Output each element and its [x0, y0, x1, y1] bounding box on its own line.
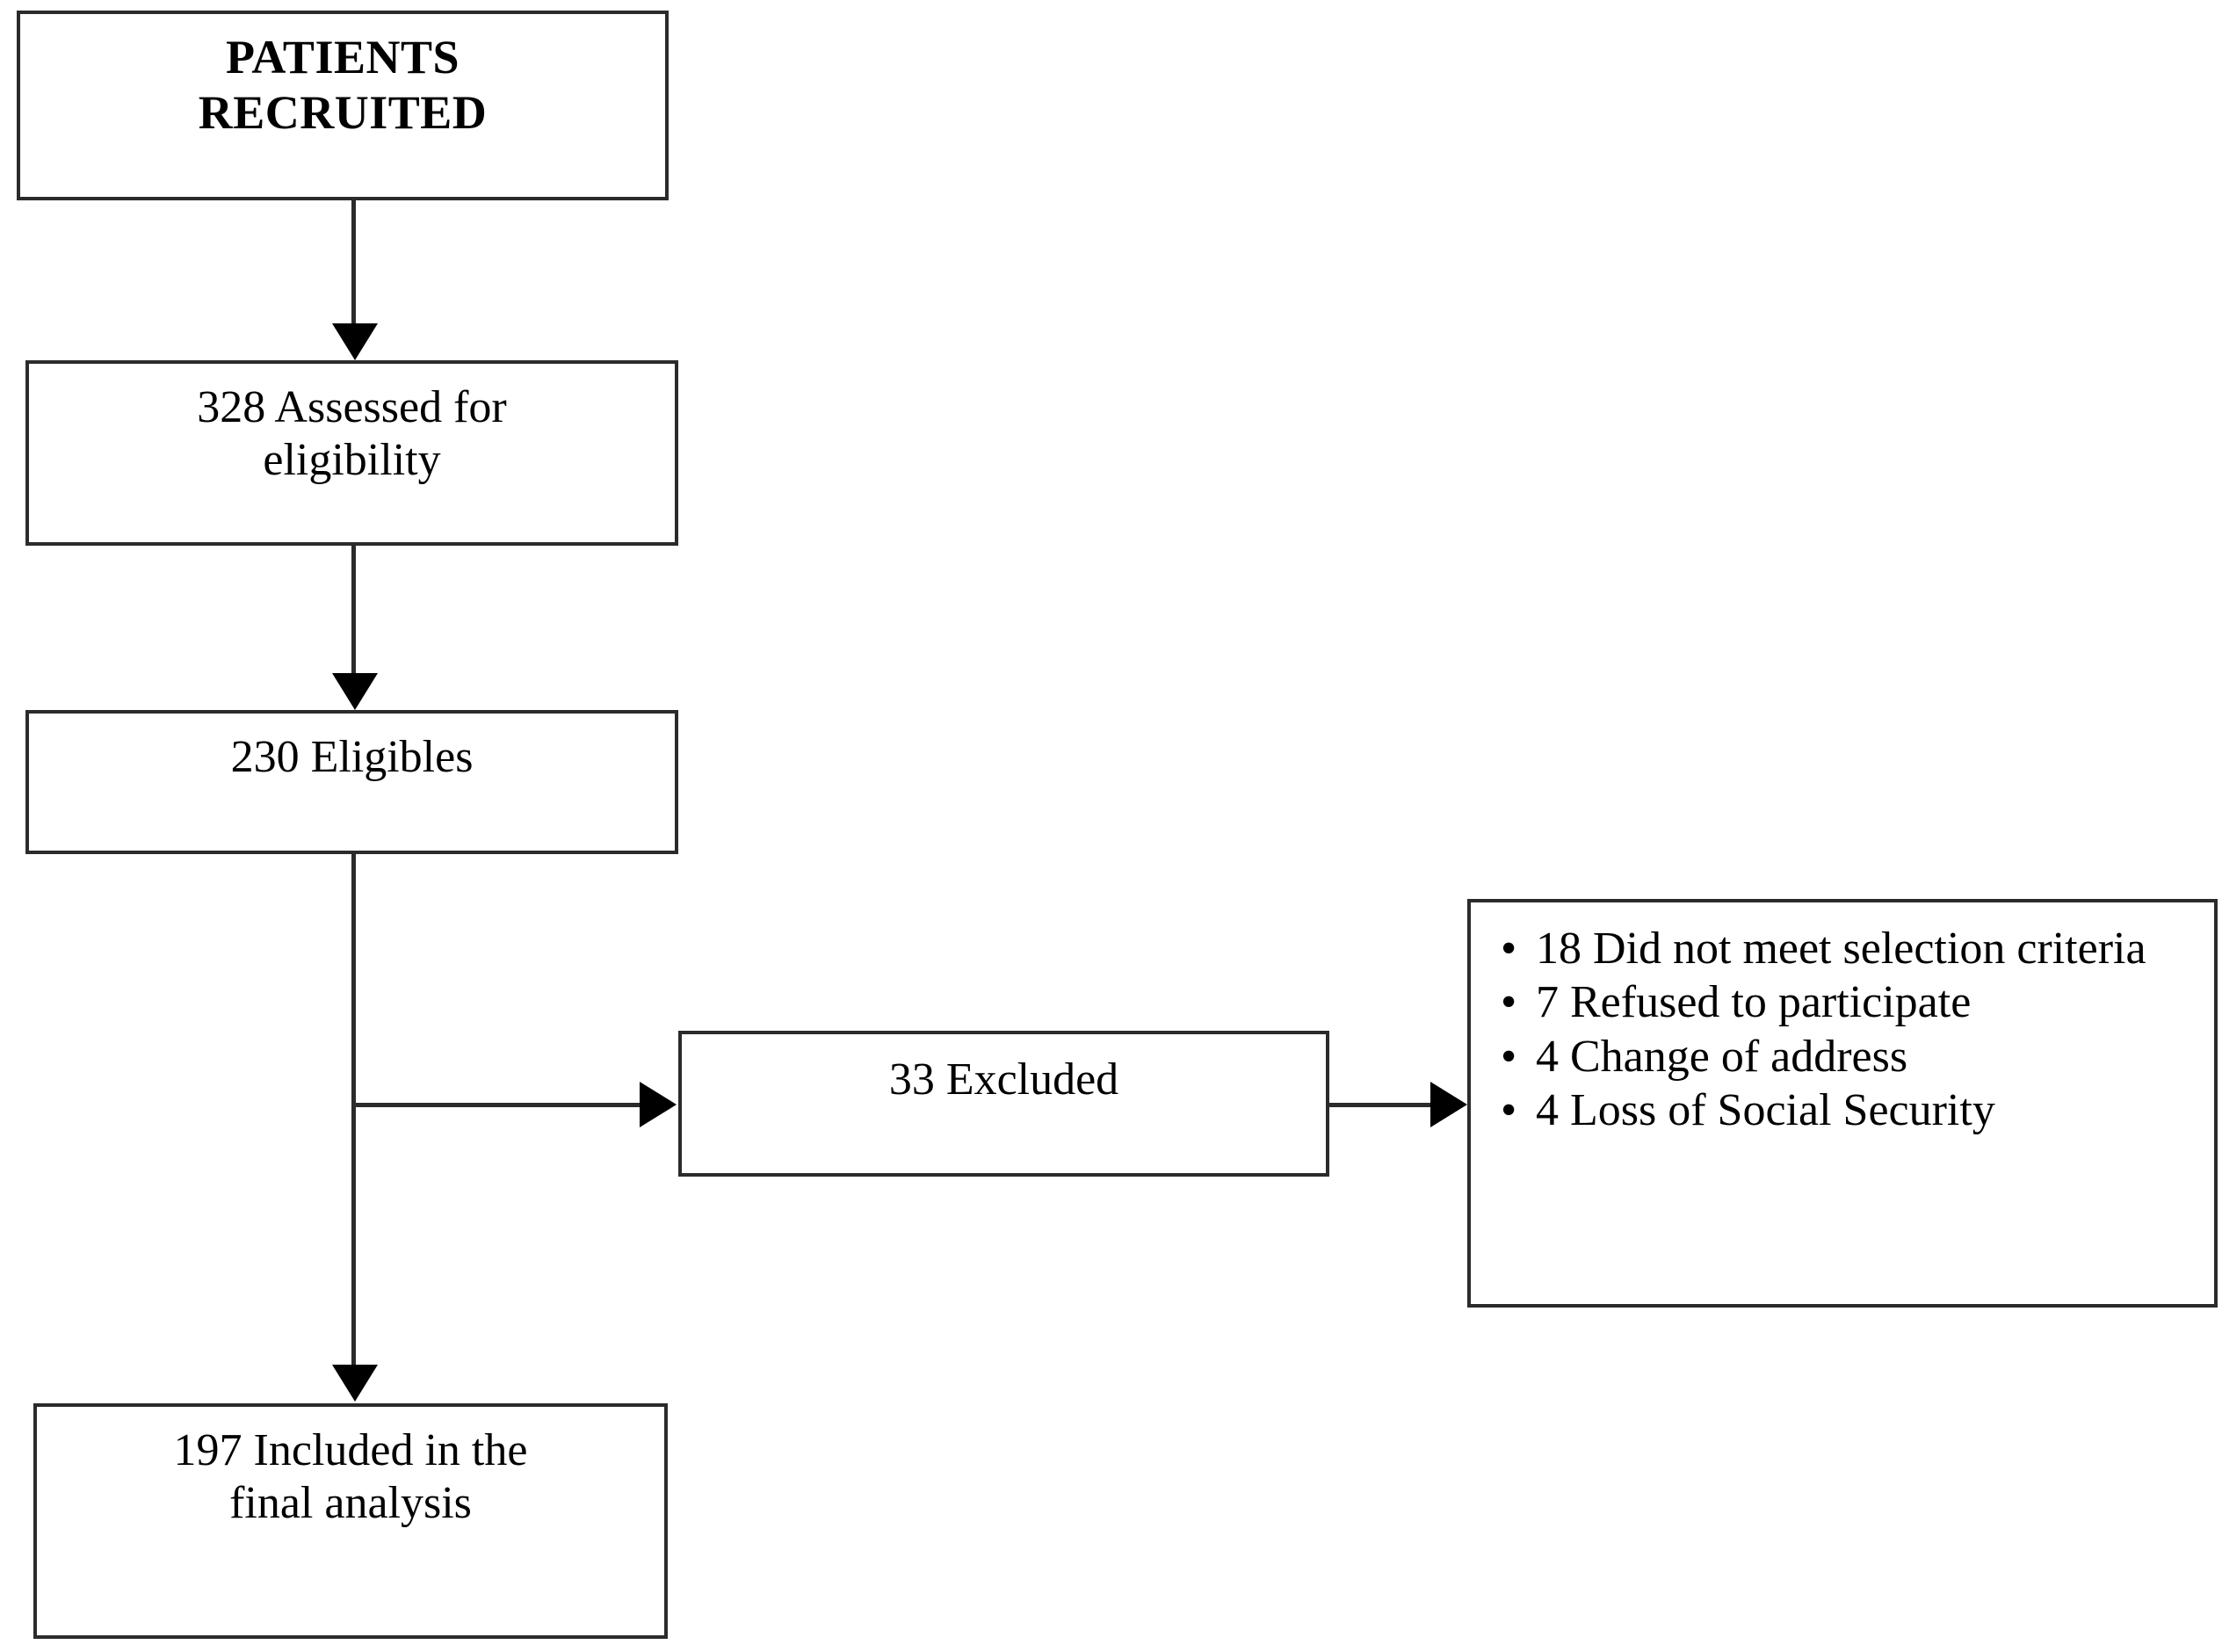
node-excluded-label: 33 Excluded	[888, 1054, 1119, 1105]
list-item: 4 Change of address	[1501, 1030, 2146, 1084]
arrowhead-down-eligibles-icon	[332, 673, 378, 710]
node-assessed-for-eligibility-label: 328 Assessed for eligibility	[197, 382, 507, 486]
connector-excluded-to-reasons	[1329, 1103, 1433, 1107]
list-item: 18 Did not meet selection criteria	[1501, 922, 2146, 976]
arrowhead-down-assessed-icon	[332, 323, 378, 360]
arrowhead-right-reasons-icon	[1430, 1082, 1467, 1127]
connector-eligibles-to-included	[351, 853, 356, 1372]
arrowhead-down-included-icon	[332, 1365, 378, 1402]
exclusion-reasons-list: 18 Did not meet selection criteria 7 Ref…	[1471, 902, 2146, 1138]
node-included-final-analysis: 197 Included in the final analysis	[33, 1403, 668, 1639]
node-included-final-analysis-label: 197 Included in the final analysis	[173, 1425, 528, 1529]
node-eligibles-label: 230 Eligibles	[230, 732, 474, 782]
node-excluded: 33 Excluded	[678, 1031, 1329, 1177]
node-assessed-for-eligibility: 328 Assessed for eligibility	[25, 360, 678, 546]
connector-recruited-to-assessed	[351, 199, 356, 331]
arrowhead-right-excluded-icon	[640, 1082, 677, 1127]
node-eligibles: 230 Eligibles	[25, 710, 678, 854]
connector-eligibles-to-excluded	[351, 1103, 643, 1107]
node-patients-recruited: PATIENTS RECRUITED	[17, 11, 669, 200]
node-exclusion-reasons: 18 Did not meet selection criteria 7 Ref…	[1467, 899, 2218, 1308]
list-item: 7 Refused to participate	[1501, 975, 2146, 1030]
node-patients-recruited-label: PATIENTS RECRUITED	[198, 31, 488, 139]
connector-assessed-to-eligibles	[351, 545, 356, 677]
list-item: 4 Loss of Social Security	[1501, 1083, 2146, 1138]
